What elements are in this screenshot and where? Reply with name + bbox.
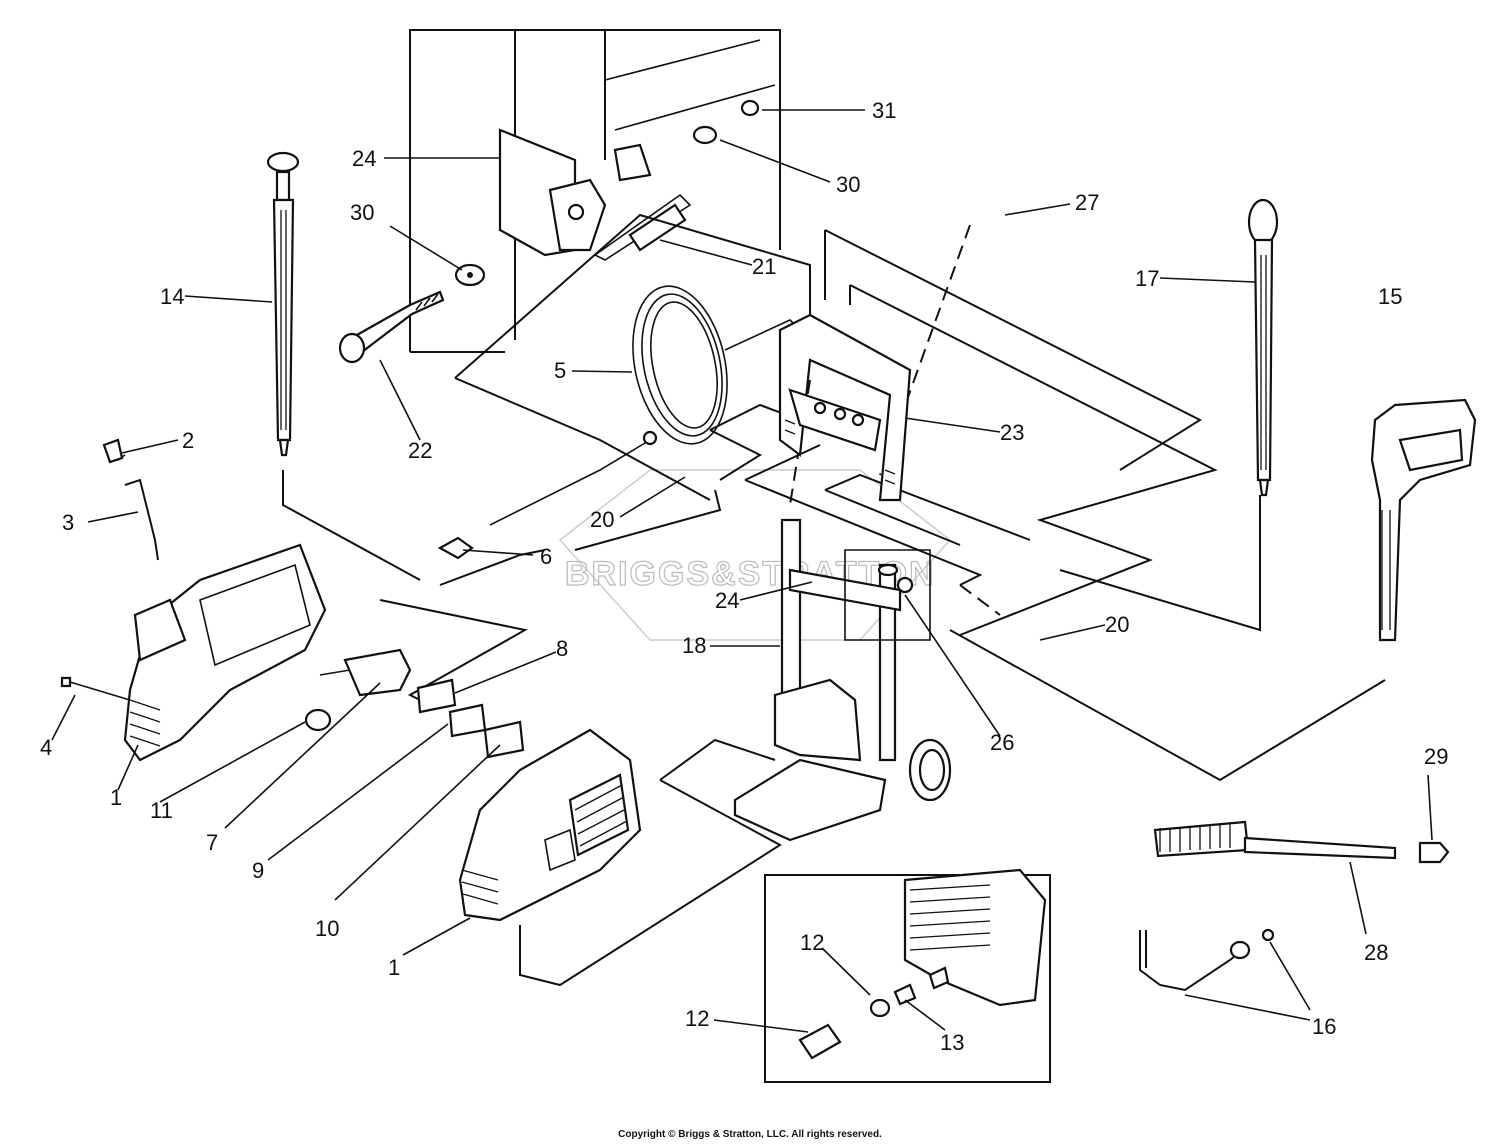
callout-15: 15 (1378, 284, 1402, 309)
callout-11: 11 (150, 798, 173, 823)
small-parts (304, 536, 525, 759)
callout-30-left: 30 (350, 200, 374, 225)
callout-31: 31 (872, 98, 896, 123)
pump-fitting-inset (764, 868, 1051, 1083)
callout-22: 22 (408, 438, 432, 463)
callout-13: 13 (940, 1030, 964, 1055)
callout-28: 28 (1364, 940, 1388, 965)
callout-8: 8 (556, 636, 568, 661)
handle-frame (778, 313, 912, 502)
hose-coil (489, 285, 806, 526)
copyright-notice: Copyright © Briggs & Stratton, LLC. All … (618, 1129, 882, 1140)
wall-bracket-inset (338, 29, 781, 364)
spray-wand-14 (266, 151, 300, 457)
callout-7: 7 (206, 830, 218, 855)
cart-frame (733, 518, 952, 842)
callout-4: 4 (40, 735, 52, 760)
callout-1-left: 1 (110, 785, 122, 810)
callout-1-front: 1 (388, 955, 400, 980)
callout-17: 17 (1135, 266, 1159, 291)
callout-2: 2 (182, 428, 194, 453)
left-housing-cover (60, 438, 327, 762)
brush-attachment (1153, 820, 1450, 864)
callout-18: 18 (682, 633, 706, 658)
callout-3: 3 (62, 510, 74, 535)
callout-12-lower: 12 (685, 1006, 709, 1031)
callout-9: 9 (252, 858, 264, 883)
callout-30-right: 30 (836, 172, 860, 197)
callout-23: 23 (1000, 420, 1024, 445)
callout-12-upper: 12 (800, 930, 824, 955)
callout-29: 29 (1424, 744, 1448, 769)
callout-20-right: 20 (1105, 612, 1129, 637)
callout-10: 10 (315, 916, 339, 941)
callout-5: 5 (554, 358, 566, 383)
callout-20-center: 20 (590, 507, 614, 532)
callout-14: 14 (160, 284, 184, 309)
callout-27: 27 (1075, 190, 1099, 215)
callout-24-cart: 24 (715, 588, 739, 613)
spray-wand-17 (1247, 198, 1279, 497)
callout-labels: 24 31 30 30 21 27 17 15 14 22 5 23 2 3 2… (40, 98, 1448, 1055)
callout-21: 21 (752, 254, 776, 279)
extension-lance (1139, 928, 1275, 992)
spray-gun (1370, 398, 1477, 642)
callout-26: 26 (990, 730, 1014, 755)
callout-6: 6 (540, 544, 552, 569)
front-housing-cover (458, 728, 642, 922)
callout-16: 16 (1312, 1014, 1336, 1039)
callout-leaders (51, 109, 1433, 1033)
callout-24-top: 24 (352, 146, 376, 171)
